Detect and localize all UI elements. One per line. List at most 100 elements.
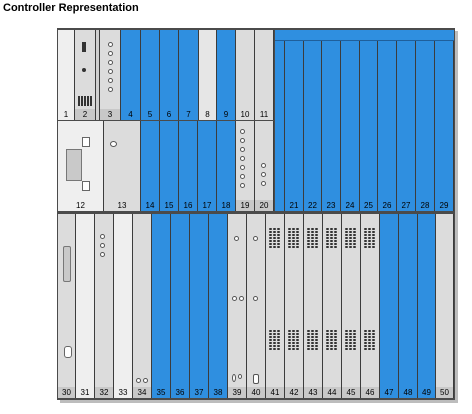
slot-label: 22 <box>308 201 317 210</box>
slot-label: 36 <box>175 388 185 397</box>
port-grid <box>307 330 318 350</box>
slot-label: 12 <box>76 201 85 210</box>
slot-label: 38 <box>213 388 223 397</box>
slot-38[interactable]: 38 <box>209 214 228 398</box>
slot-16[interactable]: 16 <box>179 121 198 211</box>
slot-label: 48 <box>403 388 413 397</box>
port-grid <box>269 228 280 248</box>
slot-15[interactable]: 15 <box>160 121 179 211</box>
connector-icon <box>63 246 71 282</box>
port-grid <box>364 330 375 350</box>
slot-3[interactable]: 3 <box>100 30 121 120</box>
slot-label: 17 <box>202 201 212 210</box>
slot-27[interactable]: 27 <box>397 41 416 211</box>
slot-label: 21 <box>289 201 299 210</box>
slot-49[interactable]: 49 <box>418 214 436 398</box>
connector-icon <box>66 149 82 181</box>
slot-18[interactable]: 18 <box>217 121 236 211</box>
slot-5[interactable]: 5 <box>141 30 160 120</box>
expansion-header <box>275 30 454 41</box>
slot-spacer <box>275 41 285 211</box>
slot-35[interactable]: 35 <box>152 214 171 398</box>
slot-14[interactable]: 14 <box>141 121 160 211</box>
slot-2[interactable]: 2 <box>75 30 96 120</box>
slot-24[interactable]: 24 <box>341 41 360 211</box>
slot-label: 44 <box>323 387 341 398</box>
slot-label: 23 <box>326 201 336 210</box>
slot-label: 41 <box>266 387 284 398</box>
slot-47[interactable]: 47 <box>380 214 399 398</box>
slot-label: 37 <box>194 388 204 397</box>
slot-30[interactable]: 30 <box>58 214 76 398</box>
slot-37[interactable]: 37 <box>190 214 209 398</box>
slot-43[interactable]: 43 <box>304 214 323 398</box>
slot-26[interactable]: 26 <box>378 41 397 211</box>
slot-32[interactable]: 32 <box>95 214 114 398</box>
led-column <box>108 42 113 92</box>
port-grid <box>345 228 356 248</box>
slot-label: 30 <box>58 387 75 398</box>
slot-label: 16 <box>183 201 193 210</box>
led-column <box>100 234 105 257</box>
slot-31[interactable]: 31 <box>76 214 95 398</box>
slot-label: 24 <box>345 201 355 210</box>
slot-6[interactable]: 6 <box>160 30 179 120</box>
slot-label: 18 <box>221 201 231 210</box>
slot-36[interactable]: 36 <box>171 214 190 398</box>
slot-7[interactable]: 7 <box>179 30 199 120</box>
slot-21[interactable]: 21 <box>285 41 304 211</box>
port-icon <box>82 137 90 147</box>
led-icon <box>234 236 239 241</box>
slot-23[interactable]: 23 <box>322 41 341 211</box>
slot-4[interactable]: 4 <box>121 30 141 120</box>
slot-33[interactable]: 33 <box>114 214 133 398</box>
slot-10[interactable]: 10 <box>236 30 255 120</box>
led-icon <box>110 141 117 147</box>
slot-label: 13 <box>117 201 127 210</box>
slot-8[interactable]: 8 <box>199 30 217 120</box>
led-icon <box>82 68 86 72</box>
slot-41[interactable]: 41 <box>266 214 285 398</box>
slot-29[interactable]: 29 <box>435 41 454 211</box>
led-icon <box>64 346 72 358</box>
slot-label: 15 <box>164 201 174 210</box>
slot-label: 34 <box>133 387 151 398</box>
port-grid <box>326 330 337 350</box>
slot-19[interactable]: 19 <box>236 121 255 211</box>
slot-label: 39 <box>228 387 246 398</box>
slot-39[interactable]: 39 <box>228 214 247 398</box>
slot-22[interactable]: 22 <box>304 41 322 211</box>
slot-50[interactable]: 50 <box>436 214 454 398</box>
slot-label: 1 <box>63 110 69 119</box>
port-grid <box>288 330 299 350</box>
slot-9[interactable]: 9 <box>217 30 236 120</box>
slot-label: 7 <box>186 110 191 119</box>
slot-11[interactable]: 11 <box>255 30 274 120</box>
slot-42[interactable]: 42 <box>285 214 304 398</box>
slot-44[interactable]: 44 <box>323 214 342 398</box>
slot-46[interactable]: 46 <box>361 214 380 398</box>
slot-label: 45 <box>342 387 360 398</box>
port-grid <box>269 330 280 350</box>
slot-20[interactable]: 20 <box>255 121 274 211</box>
slot-48[interactable]: 48 <box>399 214 418 398</box>
slot-45[interactable]: 45 <box>342 214 361 398</box>
slot-label: 2 <box>75 109 95 120</box>
slot-label: 6 <box>166 110 172 119</box>
slot-label: 26 <box>382 201 392 210</box>
slot-17[interactable]: 17 <box>198 121 217 211</box>
slot-label: 32 <box>95 387 113 398</box>
slot-label: 10 <box>240 110 250 119</box>
port-grid <box>364 228 375 248</box>
slot-label: 27 <box>401 201 411 210</box>
slot-label: 33 <box>118 388 128 397</box>
slot-label: 29 <box>439 201 449 210</box>
slot-13[interactable]: 13 <box>104 121 141 211</box>
slot-25[interactable]: 25 <box>360 41 378 211</box>
slot-28[interactable]: 28 <box>416 41 435 211</box>
slot-12[interactable]: 12 <box>58 121 104 211</box>
slot-label: 42 <box>285 387 303 398</box>
slot-34[interactable]: 34 <box>133 214 152 398</box>
slot-1[interactable]: 1 <box>58 30 75 120</box>
slot-40[interactable]: 40 <box>247 214 266 398</box>
